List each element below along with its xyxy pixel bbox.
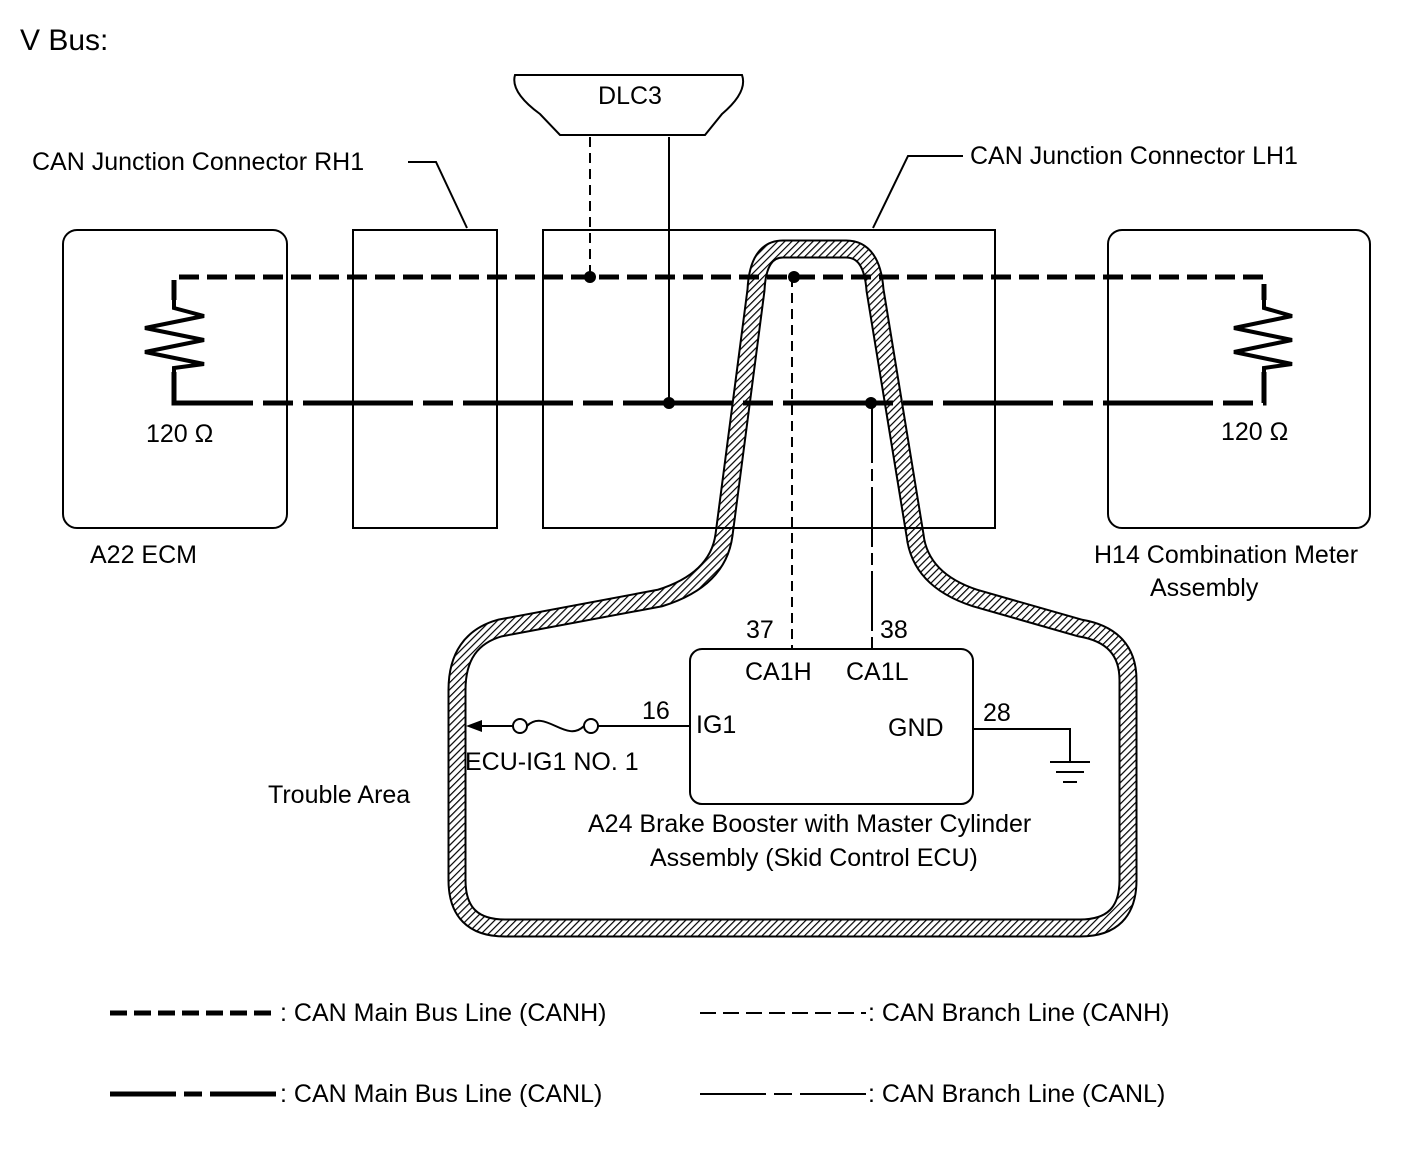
skid-ecu-label-line1: A24 Brake Booster with Master Cylinder bbox=[588, 810, 1031, 838]
ground-icon bbox=[1050, 761, 1090, 783]
dlc3-connector bbox=[513, 74, 744, 136]
junction-dot bbox=[788, 271, 800, 283]
meter-box bbox=[1107, 229, 1371, 529]
ecm-label: A22 ECM bbox=[90, 541, 197, 569]
pin-37: 37 bbox=[746, 616, 774, 644]
term-gnd: GND bbox=[888, 714, 944, 742]
meter-label-line1: H14 Combination Meter bbox=[1094, 541, 1358, 569]
junction-dot bbox=[584, 271, 596, 283]
legend-main-canl: : CAN Main Bus Line (CANL) bbox=[280, 1080, 602, 1108]
ecm-box bbox=[62, 229, 288, 529]
ecm-resistance: 120 Ω bbox=[146, 420, 213, 448]
fuse-icon bbox=[512, 718, 599, 734]
pin-38: 38 bbox=[880, 616, 908, 644]
gnd-wire bbox=[973, 728, 1071, 762]
meter-resistance: 120 Ω bbox=[1221, 418, 1288, 446]
term-ca1l: CA1L bbox=[846, 658, 909, 686]
resistor-icon bbox=[1233, 300, 1293, 372]
trouble-area-hatch bbox=[449, 241, 1136, 936]
legend-branch-canh: : CAN Branch Line (CANH) bbox=[868, 999, 1169, 1027]
rh1-label: CAN Junction Connector RH1 bbox=[32, 148, 364, 176]
term-ig1: IG1 bbox=[696, 711, 736, 739]
junction-dot bbox=[865, 397, 877, 409]
fuse-label: ECU-IG1 NO. 1 bbox=[465, 748, 639, 776]
diagram-title: V Bus: bbox=[20, 24, 108, 57]
lh1-label: CAN Junction Connector LH1 bbox=[970, 142, 1298, 170]
lh1-leader bbox=[872, 155, 963, 229]
rh1-box bbox=[352, 229, 498, 529]
lh1-box bbox=[542, 229, 996, 529]
main-bus-canh bbox=[171, 274, 1267, 300]
term-ca1h: CA1H bbox=[745, 658, 812, 686]
rh1-leader bbox=[408, 161, 468, 229]
arrow-left-icon bbox=[466, 720, 482, 732]
meter-label-line2: Assembly bbox=[1150, 574, 1259, 602]
legend-main-canh: : CAN Main Bus Line (CANH) bbox=[280, 999, 606, 1027]
pin-16: 16 bbox=[642, 697, 670, 725]
main-bus-canl bbox=[171, 372, 1267, 406]
pin-28: 28 bbox=[983, 699, 1011, 727]
trouble-area-label: Trouble Area bbox=[268, 781, 410, 809]
resistor-icon bbox=[144, 300, 205, 372]
legend-branch-canl: : CAN Branch Line (CANL) bbox=[868, 1080, 1165, 1108]
skid-ecu-label-line2: Assembly (Skid Control ECU) bbox=[650, 844, 978, 872]
junction-dot bbox=[663, 397, 675, 409]
dlc3-label: DLC3 bbox=[598, 82, 662, 110]
